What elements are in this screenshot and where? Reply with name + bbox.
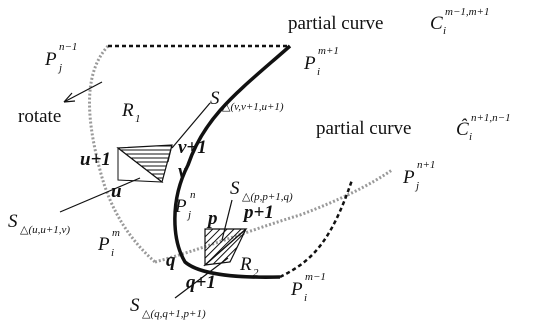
- svg-text:S: S: [130, 295, 140, 316]
- svg-text:j: j: [57, 62, 62, 74]
- svg-text:m+1: m+1: [318, 45, 339, 57]
- label-q-plus-1: q+1: [186, 272, 216, 293]
- svg-text:P: P: [402, 167, 415, 188]
- label-s-p-p1-q: S △(p,p+1,q): [230, 178, 293, 203]
- svg-text:△(p,p+1,q): △(p,p+1,q): [242, 191, 293, 203]
- svg-text:S: S: [8, 211, 18, 232]
- leader-s1: [171, 102, 211, 149]
- svg-text:P: P: [290, 279, 303, 300]
- dotted-curve-right: [154, 168, 393, 264]
- solid-curve: [173, 44, 292, 279]
- triangle-upper-inner: [117, 146, 164, 183]
- triangle-upper: [116, 144, 173, 184]
- svg-text:m−1: m−1: [305, 271, 326, 283]
- svg-text:j: j: [186, 209, 191, 221]
- svg-text:n−1: n−1: [59, 41, 77, 53]
- svg-text:P: P: [44, 49, 57, 70]
- dashed-right-line: [279, 179, 354, 279]
- svg-text:△(v,v+1,u+1): △(v,v+1,u+1): [222, 101, 284, 113]
- svg-text:1: 1: [135, 113, 141, 125]
- label-v-plus-1: v+1: [178, 137, 207, 158]
- svg-text:P: P: [303, 53, 316, 74]
- svg-text:m: m: [112, 227, 120, 239]
- svg-text:i: i: [304, 292, 307, 304]
- rotate-arrow-head: [63, 92, 76, 103]
- label-p-plus-1: p+1: [242, 202, 274, 223]
- curve-right-sub: i: [469, 131, 472, 143]
- curve-top-sub: i: [443, 25, 446, 37]
- leader-s2: [59, 177, 141, 213]
- svg-text:S: S: [230, 178, 240, 199]
- svg-text:i: i: [317, 66, 320, 78]
- label-q: q: [166, 250, 176, 271]
- label-v: v: [178, 161, 187, 182]
- curve-top-symbol: C: [430, 13, 443, 34]
- point-pj-n: P j n: [174, 189, 196, 221]
- label-s-v-v1-u1: S △(v,v+1,u+1): [210, 88, 284, 113]
- leader-s4: [174, 257, 229, 299]
- svg-text:△(q,q+1,p+1): △(q,q+1,p+1): [142, 308, 206, 320]
- curve-right-sup: n+1,n−1: [471, 112, 511, 124]
- point-pi-mplus1: P i m+1: [303, 45, 339, 78]
- rotate-label: rotate: [18, 106, 61, 127]
- svg-text:j: j: [414, 180, 419, 192]
- triangle-lower-2: [203, 228, 247, 266]
- caption-right: partial curve: [316, 118, 411, 139]
- dotted-curve-left: [88, 44, 156, 264]
- point-pj-nminus1: P j n−1: [44, 41, 77, 74]
- caption-top: partial curve: [288, 13, 383, 34]
- svg-text:2: 2: [253, 267, 259, 279]
- curve-top-sup: m−1,m+1: [445, 6, 489, 18]
- curve-right-symbol: Ĉ: [456, 118, 469, 140]
- svg-text:△(u,u+1,v): △(u,u+1,v): [20, 224, 70, 236]
- label-p: p: [206, 208, 218, 229]
- label-u: u: [111, 181, 122, 202]
- label-u-plus-1: u+1: [80, 149, 111, 170]
- svg-text:n: n: [190, 189, 196, 201]
- svg-text:P: P: [174, 196, 187, 217]
- point-pi-m: P i m: [97, 227, 120, 259]
- region-r2: R 2: [239, 254, 259, 279]
- label-s-u-u1-v: S △(u,u+1,v): [8, 211, 70, 236]
- svg-text:P: P: [97, 234, 110, 255]
- svg-text:R: R: [121, 100, 134, 121]
- point-pj-nplus1: P j n+1: [402, 159, 435, 192]
- svg-text:n+1: n+1: [417, 159, 435, 171]
- svg-text:i: i: [111, 247, 114, 259]
- rotate-arrow-shaft: [63, 81, 103, 103]
- region-r1: R 1: [121, 100, 141, 125]
- svg-text:S: S: [210, 88, 220, 109]
- svg-text:R: R: [239, 254, 252, 275]
- leader-s3: [221, 199, 233, 241]
- label-s-q-q1-p1: S △(q,q+1,p+1): [130, 295, 206, 320]
- point-pi-mminus1: P i m−1: [290, 271, 326, 304]
- triangle-upper-edge: [167, 144, 173, 163]
